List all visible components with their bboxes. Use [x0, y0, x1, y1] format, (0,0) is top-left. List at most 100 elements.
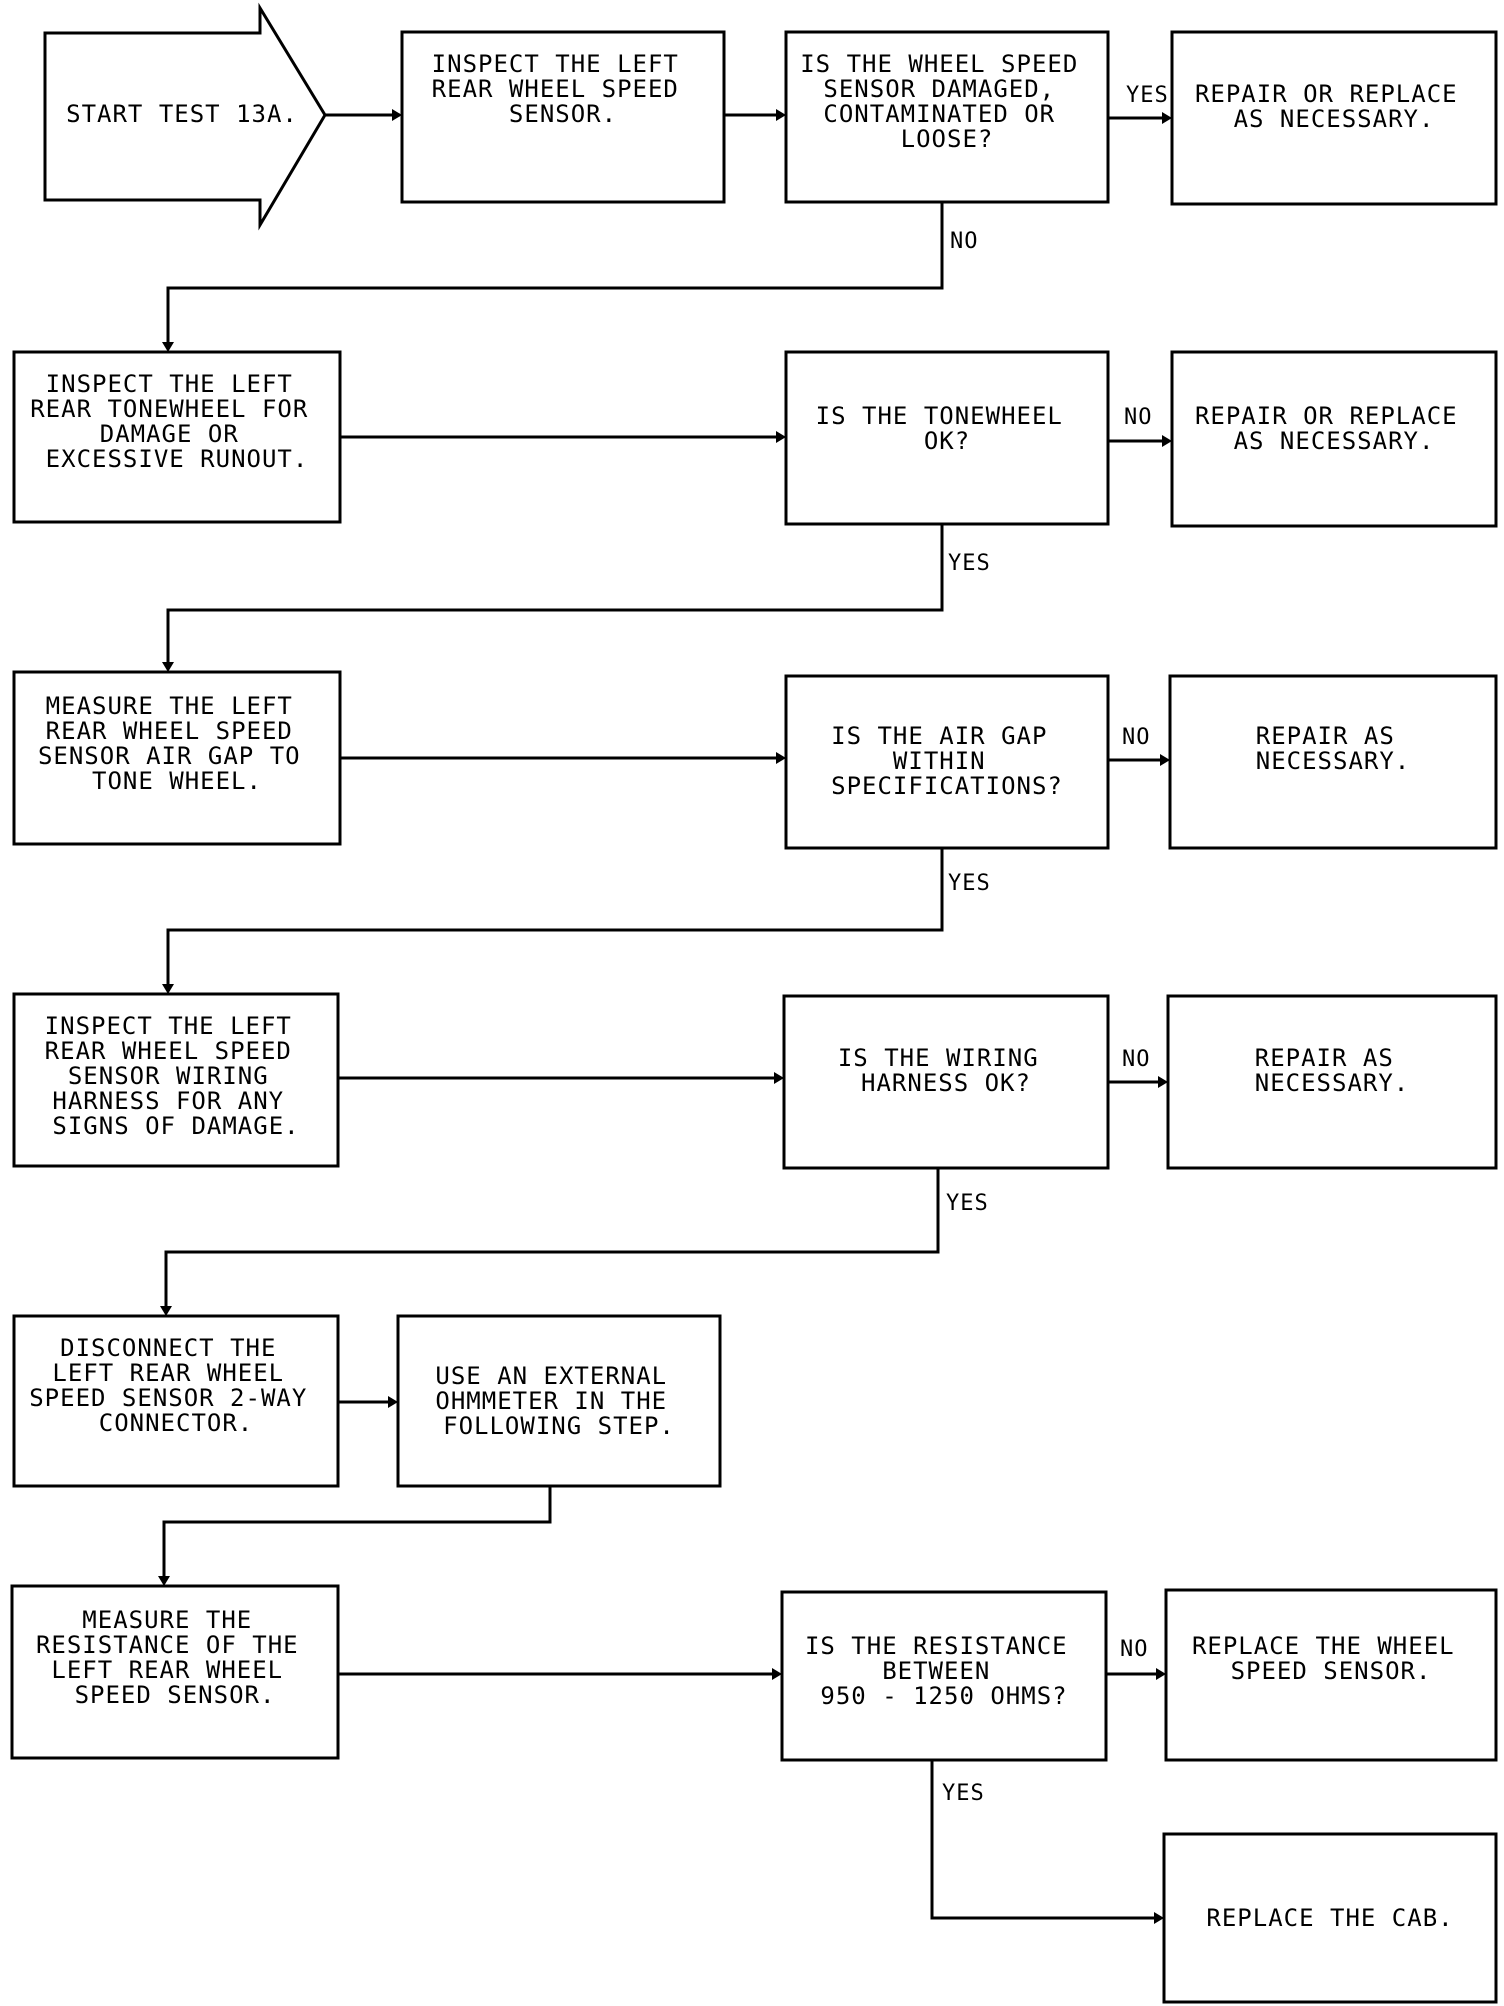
text-line: LOOSE?	[901, 125, 994, 153]
edge-label-yes: YES	[942, 1781, 985, 1806]
text-line: SENSOR.	[509, 100, 617, 128]
box-replace-cab	[1162, 1832, 1498, 2004]
text-line: SENSOR AIR GAP TO	[38, 742, 301, 770]
text-line: USE AN EXTERNAL	[435, 1362, 667, 1390]
text-line: OK?	[924, 427, 970, 455]
text-line: TONE WHEEL.	[92, 767, 262, 795]
text-line: REPAIR AS	[1256, 722, 1395, 750]
node-measure-air-gap-text: MEASURE THE LEFT REAR WHEEL SPEED SENSOR…	[38, 692, 316, 795]
text-line: SPEED SENSOR.	[1231, 1657, 1432, 1685]
node-q-wiring-ok-text: IS THE WIRING HARNESS OK?	[838, 1044, 1054, 1097]
node-q-resistance-text: IS THE RESISTANCE BETWEEN 950 - 1250 OHM…	[805, 1632, 1083, 1710]
text-line: IS THE WIRING	[838, 1044, 1039, 1072]
text-line: LEFT REAR WHEEL	[51, 1656, 283, 1684]
text-line: SENSOR DAMAGED,	[823, 75, 1055, 103]
text-line: DISCONNECT THE	[60, 1334, 276, 1362]
text-line: MEASURE THE	[82, 1606, 252, 1634]
node-repair-1-text: REPAIR AS NECESSARY.	[1256, 722, 1411, 775]
node-inspect-wiring-text: INSPECT THE LEFT REAR WHEEL SPEED SENSOR…	[45, 1012, 308, 1140]
edge-label-yes: YES	[1126, 83, 1169, 108]
node-replace-sensor-text: REPLACE THE WHEEL SPEED SENSOR.	[1192, 1632, 1470, 1685]
text-line: SIGNS OF DAMAGE.	[52, 1112, 299, 1140]
text-line: INSPECT THE LEFT	[46, 370, 293, 398]
node-repair-replace-2-text: REPAIR OR REPLACE AS NECESSARY.	[1195, 402, 1473, 455]
box-repair-replace-1	[1170, 30, 1498, 206]
edge-label-yes: YES	[948, 551, 991, 576]
box-disconnect	[12, 1314, 340, 1488]
box-repair-replace-2	[1170, 350, 1498, 528]
box-q-sensor-damaged	[784, 30, 1110, 204]
text-line: 950 - 1250 OHMS?	[820, 1682, 1067, 1710]
box-repair-1	[1168, 674, 1498, 850]
text-line: REAR WHEEL SPEED	[432, 75, 679, 103]
text-line: SPEED SENSOR.	[75, 1681, 276, 1709]
box-q-resistance	[780, 1590, 1108, 1762]
node-q-sensor-damaged-text: IS THE WHEEL SPEED SENSOR DAMAGED, CONTA…	[800, 50, 1094, 153]
node-start-text: START TEST 13A.	[66, 100, 298, 128]
node-use-ohmmeter-text: USE AN EXTERNAL OHMMETER IN THE FOLLOWIN…	[435, 1362, 682, 1440]
text-line: REPAIR OR REPLACE	[1195, 402, 1458, 430]
text-line: FOLLOWING STEP.	[443, 1412, 675, 1440]
edge-label-no: NO	[950, 229, 979, 254]
edge-label-no: NO	[1120, 1637, 1149, 1662]
text-line: INSPECT THE LEFT	[432, 50, 679, 78]
box-inspect-tonewheel	[12, 350, 342, 524]
text-line: IS THE TONEWHEEL	[816, 402, 1063, 430]
text-line: CONTAMINATED OR	[823, 100, 1055, 128]
node-inspect-sensor-text: INSPECT THE LEFT REAR WHEEL SPEED SENSOR…	[432, 50, 695, 128]
text-line: HARNESS OK?	[861, 1069, 1031, 1097]
box-inspect-wiring	[12, 992, 340, 1168]
text-line: BETWEEN	[882, 1657, 990, 1685]
text-line: EXCESSIVE RUNOUT.	[46, 445, 309, 473]
text-line: IS THE RESISTANCE	[805, 1632, 1068, 1660]
node-q-tonewheel-ok-text: IS THE TONEWHEEL OK?	[816, 402, 1079, 455]
text-line: AS NECESSARY.	[1234, 105, 1435, 133]
box-repair-2	[1166, 994, 1498, 1170]
text-line: RESISTANCE OF THE	[36, 1631, 299, 1659]
text-line: NECESSARY.	[1256, 747, 1411, 775]
text-line: INSPECT THE LEFT	[45, 1012, 292, 1040]
text-line: START TEST 13A.	[66, 100, 298, 128]
text-line: SENSOR WIRING	[68, 1062, 269, 1090]
text-line: REPLACE THE CAB.	[1206, 1904, 1453, 1932]
text-line: IS THE AIR GAP	[831, 722, 1047, 750]
node-measure-resistance-text: MEASURE THE RESISTANCE OF THE LEFT REAR …	[36, 1606, 314, 1709]
text-line: AS NECESSARY.	[1234, 427, 1435, 455]
text-line: REAR WHEEL SPEED	[45, 1037, 292, 1065]
box-measure-resistance	[10, 1584, 340, 1760]
text-line: REPAIR AS	[1255, 1044, 1394, 1072]
node-disconnect-text: DISCONNECT THE LEFT REAR WHEEL SPEED SEN…	[29, 1334, 323, 1437]
edge-label-no: NO	[1122, 1047, 1151, 1072]
box-q-tonewheel-ok	[784, 350, 1110, 526]
connectors	[158, 109, 1172, 1924]
text-line: CONNECTOR.	[99, 1409, 254, 1437]
node-inspect-tonewheel-text: INSPECT THE LEFT REAR TONEWHEEL FOR DAMA…	[30, 370, 324, 473]
box-q-air-gap	[784, 674, 1110, 850]
box-inspect-sensor	[400, 30, 726, 204]
text-line: SPECIFICATIONS?	[831, 772, 1063, 800]
edge-label-no: NO	[1124, 405, 1153, 430]
text-line: WITHIN	[893, 747, 986, 775]
start-arrow-shape	[43, 2, 327, 231]
text-line: LEFT REAR WHEEL	[52, 1359, 284, 1387]
node-replace-cab-text: REPLACE THE CAB.	[1206, 1904, 1453, 1932]
text-line: NECESSARY.	[1255, 1069, 1410, 1097]
text-line: MEASURE THE LEFT	[46, 692, 293, 720]
edge-label-yes: YES	[946, 1191, 989, 1216]
text-line: IS THE WHEEL SPEED	[800, 50, 1078, 78]
text-line: REPAIR OR REPLACE	[1195, 80, 1458, 108]
node-q-air-gap-text: IS THE AIR GAP WITHIN SPECIFICATIONS?	[831, 722, 1063, 800]
edge-label-yes: YES	[948, 871, 991, 896]
text-line: DAMAGE OR	[100, 420, 239, 448]
text-line: SPEED SENSOR 2-WAY	[29, 1384, 307, 1412]
text-line: REAR TONEWHEEL FOR	[30, 395, 308, 423]
text-line: REAR WHEEL SPEED	[46, 717, 293, 745]
box-replace-sensor	[1164, 1588, 1498, 1762]
edge-label-no: NO	[1122, 725, 1151, 750]
text-line: HARNESS FOR ANY	[52, 1087, 284, 1115]
node-repair-2-text: REPAIR AS NECESSARY.	[1255, 1044, 1410, 1097]
box-use-ohmmeter	[396, 1314, 722, 1488]
text-line: REPLACE THE WHEEL	[1192, 1632, 1455, 1660]
box-measure-air-gap	[12, 670, 342, 846]
